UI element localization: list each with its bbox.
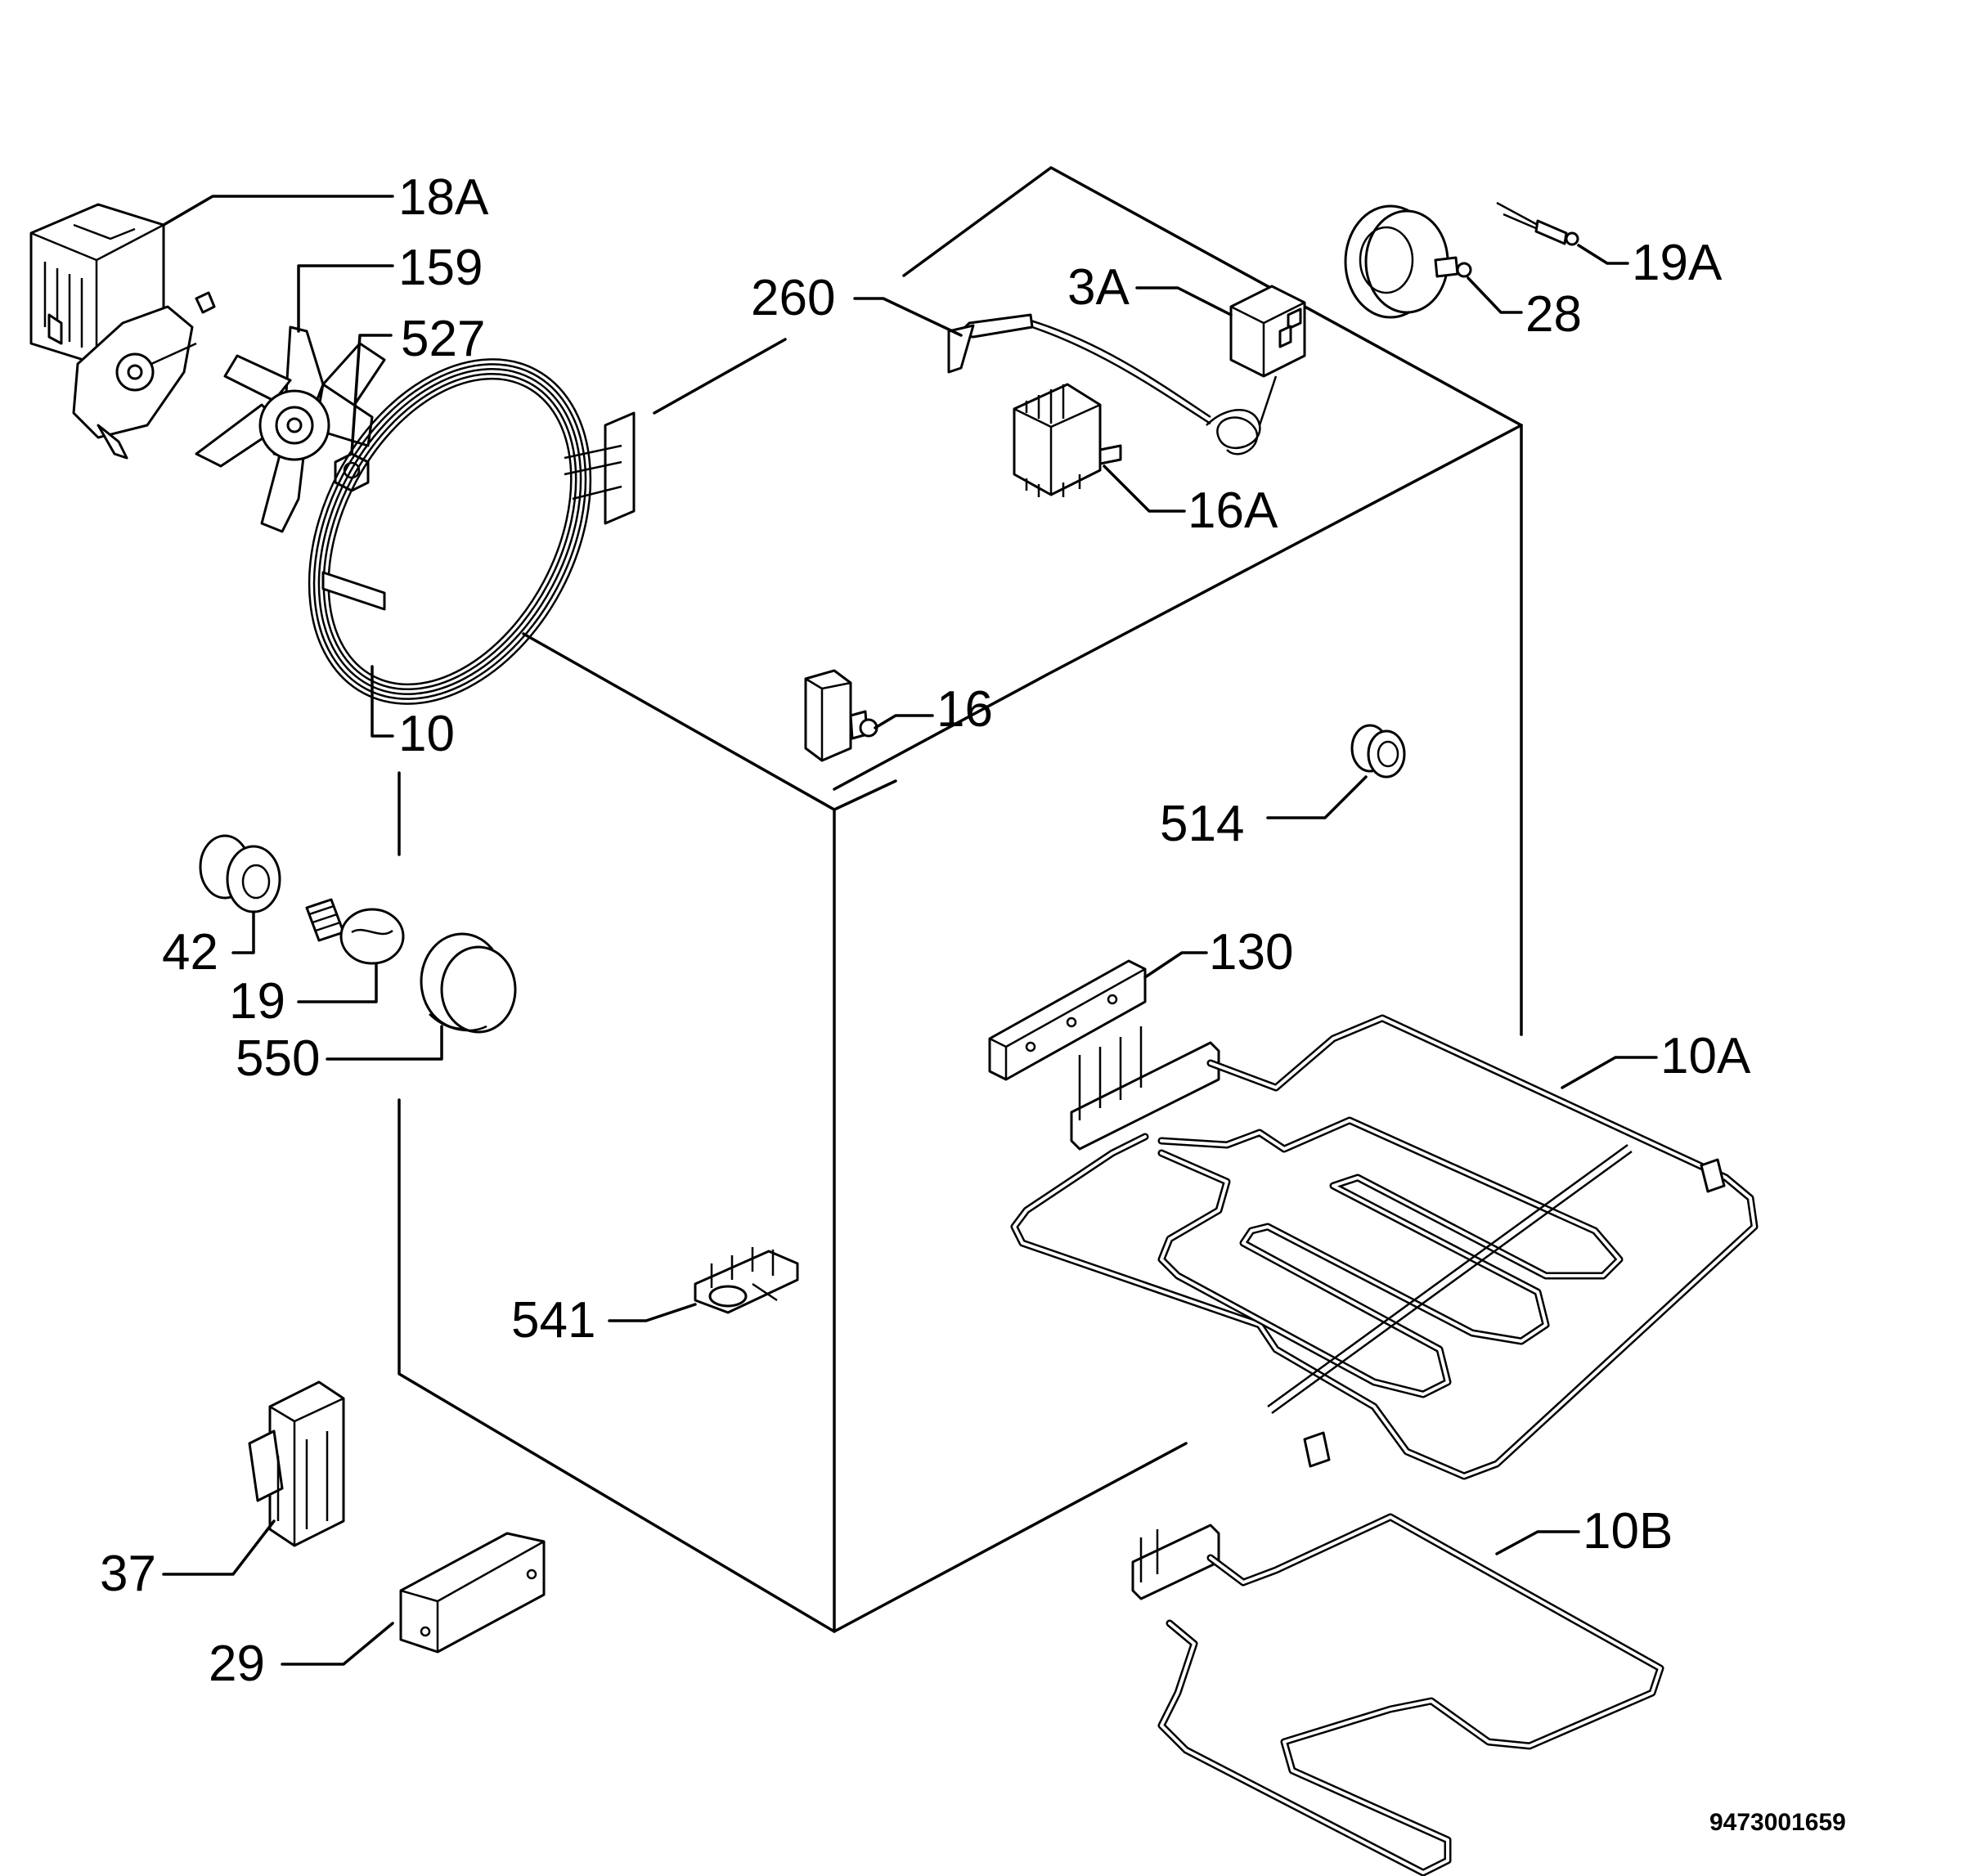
callout-16a: 16A bbox=[1188, 482, 1278, 539]
leader-527 bbox=[350, 334, 393, 456]
callout-541: 541 bbox=[511, 1292, 595, 1349]
leader-16a bbox=[1103, 465, 1186, 513]
leader-10 bbox=[371, 665, 394, 738]
timer-28 bbox=[1344, 204, 1472, 319]
callout-42: 42 bbox=[162, 924, 218, 981]
callout-130: 130 bbox=[1209, 924, 1293, 981]
leader-42 bbox=[231, 910, 255, 954]
lamp-cover-550 bbox=[420, 932, 517, 1034]
callout-527: 527 bbox=[401, 311, 485, 367]
callout-18a: 18A bbox=[398, 169, 489, 226]
callout-550: 550 bbox=[236, 1030, 320, 1087]
leader-260 bbox=[853, 297, 963, 337]
callout-28: 28 bbox=[1525, 286, 1582, 343]
leader-3a bbox=[1135, 286, 1233, 316]
thermal-fuse-19a bbox=[1496, 201, 1579, 246]
terminal-block-541 bbox=[694, 1247, 799, 1314]
drawing-number: 9473001659 bbox=[1709, 1809, 1846, 1836]
door-switch-16 bbox=[804, 669, 878, 762]
grommet-514 bbox=[1350, 724, 1406, 779]
lamp-holder-42 bbox=[199, 834, 281, 913]
oven-lamp-19 bbox=[305, 898, 405, 965]
leader-18a bbox=[162, 195, 394, 227]
leader-29 bbox=[281, 1622, 394, 1666]
callout-10a: 10A bbox=[1660, 1028, 1751, 1084]
callout-29: 29 bbox=[209, 1636, 265, 1692]
callout-19: 19 bbox=[229, 973, 285, 1030]
callout-514: 514 bbox=[1160, 796, 1244, 852]
leader-16 bbox=[874, 714, 934, 729]
bottom-element-10b bbox=[1131, 1513, 1664, 1876]
callout-16: 16 bbox=[937, 681, 993, 738]
selector-switch-16a bbox=[1013, 383, 1122, 497]
callout-260: 260 bbox=[751, 270, 835, 326]
leader-550 bbox=[326, 1025, 443, 1061]
element-bracket-130 bbox=[988, 959, 1147, 1081]
leader-130 bbox=[1143, 951, 1208, 979]
callout-159: 159 bbox=[398, 240, 483, 296]
leader-10a bbox=[1561, 1056, 1658, 1089]
callout-19a: 19A bbox=[1632, 235, 1723, 291]
leader-37 bbox=[162, 1519, 276, 1576]
oven-cabinet-outline bbox=[398, 166, 1523, 1633]
leader-10b bbox=[1495, 1530, 1580, 1555]
leader-28 bbox=[1467, 276, 1523, 314]
callout-3a: 3A bbox=[1067, 259, 1130, 316]
grill-element-10a bbox=[1010, 1014, 1759, 1480]
callout-10: 10 bbox=[398, 706, 455, 762]
callout-10b: 10B bbox=[1583, 1503, 1673, 1560]
leader-19 bbox=[297, 963, 378, 1003]
component-29 bbox=[399, 1532, 546, 1654]
leader-19a bbox=[1577, 244, 1629, 265]
leader-541 bbox=[608, 1303, 697, 1322]
thermostat-3a bbox=[1206, 285, 1306, 456]
callout-37: 37 bbox=[100, 1546, 156, 1602]
fan-motor-18a bbox=[29, 203, 216, 460]
thermostat-bulb-260 bbox=[947, 313, 1211, 425]
fan-blade-159 bbox=[195, 325, 386, 533]
leader-159 bbox=[297, 264, 394, 333]
leader-514 bbox=[1266, 775, 1368, 819]
terminal-37 bbox=[248, 1380, 345, 1547]
